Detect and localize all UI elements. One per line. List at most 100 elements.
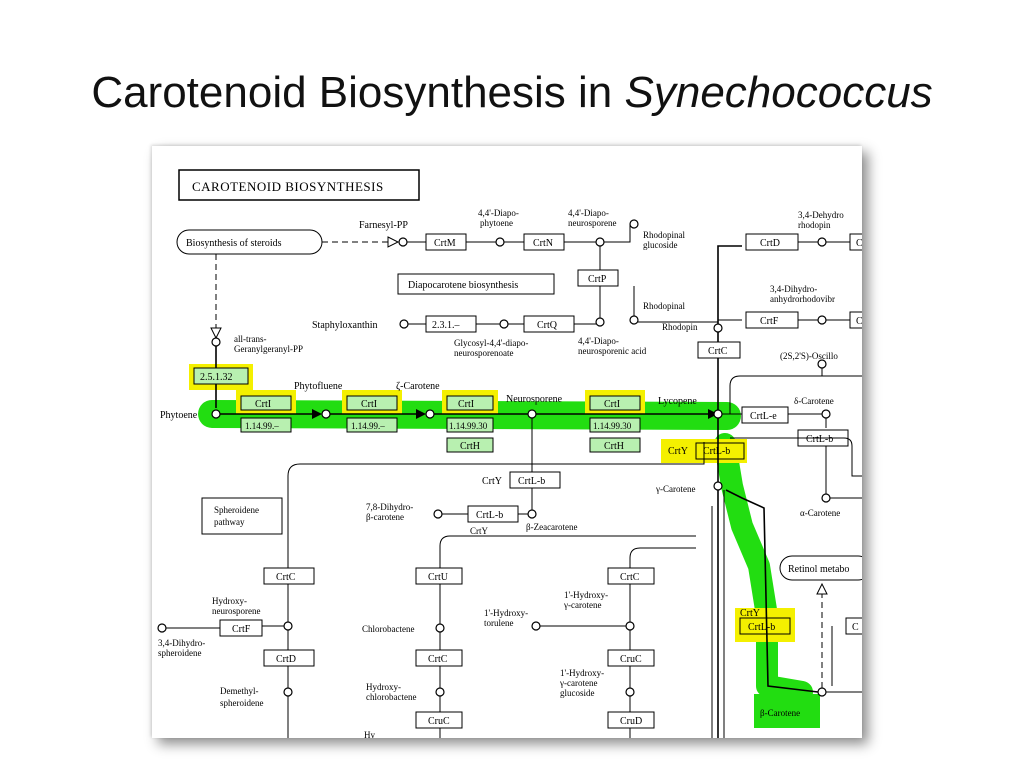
enzyme-ec-2-5-1-32-label: 2.5.1.32 [200,372,233,383]
map-diapocarotene[interactable] [397,273,555,295]
label-rhodopinal-glucoside-2: glucoside [643,240,678,250]
label-phytoene: Phytoene [160,410,198,421]
enzyme-crty-yellow-label: CrtY [668,446,688,457]
enzyme-crtl-b-yellow[interactable] [695,442,745,460]
node-delta-carotene [821,409,831,419]
enzyme-ec-1-14-99-b[interactable] [346,417,398,433]
enzyme-crtc-top[interactable] [697,341,741,359]
label-beta-zeacarotene: β-Zeacarotene [526,522,578,532]
enzyme-crth-2[interactable] [589,437,641,453]
label-rhodopinal-glucoside-1: Rhodopinal [643,230,685,240]
enzyme-crud[interactable] [607,711,655,729]
label-dihydro-beta-2: β-carotene [366,512,404,522]
enzyme-crtn-label: CrtN [533,238,553,249]
enzyme-crtq-label: CrtQ [537,320,558,331]
label-diaponeurosporene-1: 4,4'-Diapo- [568,208,609,218]
enzyme-ec-1-14-99-30-b[interactable] [589,417,641,433]
enzyme-crtp[interactable] [577,269,619,287]
map-spheroidene-label-1: Spheroidene [214,505,259,515]
enzyme-crud-label: CruD [620,716,642,727]
label-neurosporene: Neurosporene [506,394,563,405]
label-hydroxyneurosporene-1: Hydroxy- [212,596,247,606]
edge-gamma-beta [725,489,819,693]
enzyme-crti-2[interactable] [346,395,398,411]
label-dihydrospheroidene-2: spheroidene [158,648,201,658]
node-dihydro-beta-carotene [433,509,443,519]
label-hydroxytorulene-1: 1'-Hydroxy- [484,608,528,618]
label-glycosyl-2: neurosporenoate [454,348,513,358]
map-retinol-label: Retinol metabo [788,564,849,575]
label-rhodopin: Rhodopin [662,322,698,332]
label-hydroxy-gamma-glucoside-3: glucoside [560,688,595,698]
enzyme-crtc-mid[interactable] [607,567,655,585]
edge-neurosporene-loop [287,442,705,738]
enzyme-cruc-mid[interactable] [607,649,655,667]
enzyme-ec-1-14-99-30-a[interactable] [446,417,494,433]
enzyme-crti-1[interactable] [240,395,292,411]
enzyme-crti-2-label: CrtI [361,399,377,410]
label-dihydrospheroidene-1: 3,4-Dihydro- [158,638,205,648]
label-delta-carotene: δ-Carotene [794,396,834,406]
enzyme-crtc-cut[interactable] [845,617,862,635]
enzyme-ec-1-14-99-a[interactable] [240,417,292,433]
node-oscillol [817,359,827,369]
label-demethylspheroidene-1: Demethyl- [220,686,259,696]
node-diapophytoene [495,237,505,247]
green-highlight-vertical [714,433,813,703]
header-label: CAROTENOID BIOSYNTHESIS [192,179,384,194]
label-rhodopinal: Rhodopinal [643,301,685,311]
node-rhodopin [713,323,723,333]
enzyme-crti-4[interactable] [589,395,641,411]
yellow-highlight-crtlb-lower [735,608,795,642]
label-dehydrorhodopin-2: rhodopin [798,220,831,230]
enzyme-crty-lower-label: CrtY [740,608,760,619]
node-glycosyl [499,319,509,329]
node-phytofluene [321,409,331,419]
enzyme-crti-3-label: CrtI [458,399,474,410]
node-dihydrospheroidene [157,623,167,633]
enzyme-crtl-b-lower[interactable] [739,617,791,635]
label-phytofluene: Phytofluene [294,381,343,392]
enzyme-crtc-left[interactable] [263,567,315,585]
enzyme-crtd-left[interactable] [263,649,315,667]
enzyme-crtc-chloro[interactable] [415,649,463,667]
label-diaponeurosporenic-2: neurosporenic acid [578,346,647,356]
node-phytoene [211,409,221,419]
enzyme-crti-4-label: CrtI [604,399,620,410]
node-anhydrorhodovibrin [817,315,827,325]
enzyme-ec-1-14-99-a-label: 1.14.99.– [245,421,279,431]
enzyme-crtd-left-label: CrtD [276,654,296,665]
label-oscillol: (2S,2'S)-Oscillo [780,351,838,361]
green-highlight-beta [754,694,820,728]
enzyme-crtd-top-cut-label: C [856,238,862,249]
enzyme-crth-1[interactable] [446,437,494,453]
enzyme-cruc-bottom[interactable] [415,711,463,729]
enzyme-crtf-left-label: CrtF [232,624,251,635]
node-neurosporene [527,409,537,419]
enzyme-crtm-label: CrtM [434,238,456,249]
enzyme-crtl-b-low-label: CrtL-b [476,510,503,521]
label-hydroxy-gamma-glucoside-1: 1'-Hydroxy- [560,668,604,678]
enzyme-crtc-cut-label: C [852,622,859,633]
enzyme-crtf-top-label: CrtF [760,316,779,327]
enzyme-crtf-top-cut[interactable] [849,311,862,329]
enzyme-crtu[interactable] [415,567,463,585]
enzyme-crtc-chloro-label: CrtC [428,654,448,665]
label-ggpp-2: Geranylgeranyl-PP [234,344,303,354]
map-retinol[interactable] [779,555,862,581]
node-alpha-carotene [821,493,831,503]
enzyme-crtl-e[interactable] [741,406,789,424]
node-diaponeurosporenic [595,317,605,327]
map-spheroidene[interactable] [201,497,283,535]
node-lycopene [713,409,723,419]
enzyme-ec-2-5-1-32[interactable] [193,367,249,385]
enzyme-crtd-top-cut[interactable] [849,233,862,251]
label-alpha-carotene: α-Carotene [800,508,840,518]
map-diapocarotene-label: Diapocarotene biosynthesis [408,280,518,291]
node-diaponeurosporene [595,237,605,247]
enzyme-crtl-b-mid[interactable] [509,471,561,489]
enzyme-crtp-label: CrtP [588,274,607,285]
arrow-zeta [416,409,426,419]
enzyme-crtl-b-lower-label: CrtL-b [748,622,775,633]
enzyme-crti-3[interactable] [446,395,494,411]
